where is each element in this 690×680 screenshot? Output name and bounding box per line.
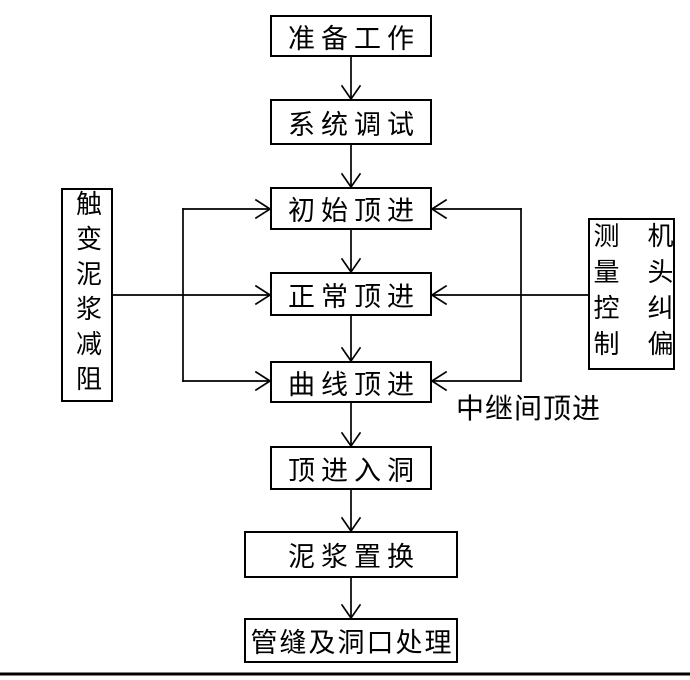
connector-left-trunk	[112, 208, 184, 382]
side-box-thixotropic-mud: 触变泥浆减阻	[61, 188, 113, 402]
arrow-left-to-initial	[182, 198, 272, 220]
measure-control-label: 测量控制	[590, 222, 619, 366]
arrow-left-to-curve	[182, 370, 272, 392]
arrow-left-to-normal	[182, 284, 272, 306]
head-correction-label: 机头纠偏	[644, 222, 673, 366]
arrow-preparation-to-debug	[340, 56, 362, 101]
thixotropic-mud-label: 触变泥浆减阻	[72, 190, 102, 400]
flow-box-normal-jacking: 正常顶进	[270, 272, 432, 316]
arrow-debug-to-initial	[340, 144, 362, 189]
arrow-mud-to-joint	[340, 577, 362, 620]
flow-box-jacking-into-hole: 顶进入洞	[270, 446, 432, 490]
flow-box-curve-jacking: 曲线顶进	[270, 361, 432, 403]
connector-right-trunk	[520, 208, 589, 382]
flow-box-mud-replacement: 泥浆置换	[244, 531, 458, 578]
relay-jacking-label: 中继间顶进	[456, 394, 602, 425]
side-box-measure-control: 测量控制 机头纠偏	[588, 218, 675, 370]
arrow-right-to-normal	[430, 284, 522, 306]
flow-box-joint-treatment: 管缝及洞口处理	[244, 618, 458, 663]
arrow-curve-to-hole	[340, 402, 362, 448]
flow-box-initial-jacking: 初始顶进	[270, 187, 432, 230]
arrow-right-to-initial	[430, 198, 522, 220]
arrow-normal-to-curve	[340, 315, 362, 363]
arrow-right-to-curve	[430, 370, 522, 392]
flow-box-system-debug: 系统调试	[270, 99, 432, 145]
arrow-hole-to-mud	[340, 489, 362, 533]
measure-control-columns: 测量控制 机头纠偏	[586, 222, 677, 366]
flow-box-preparation: 准备工作	[270, 15, 432, 57]
arrow-initial-to-normal	[340, 229, 362, 274]
